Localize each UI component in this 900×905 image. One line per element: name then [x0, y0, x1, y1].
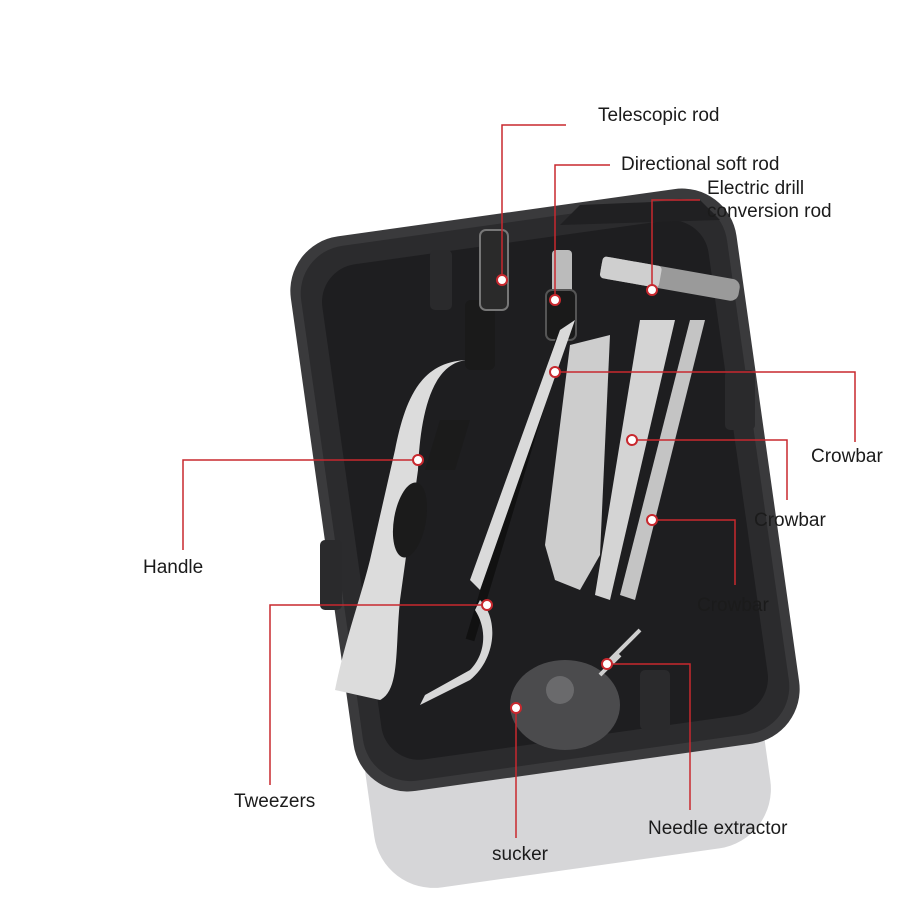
leader-tweezers: [269, 604, 487, 785]
label-crowbar-3: Crowbar: [697, 595, 769, 616]
label-directional-soft-rod: Directional soft rod: [621, 154, 780, 175]
label-electric-drill-conversion-rod: Electric drill conversion rod: [707, 177, 867, 223]
leader-crowbar-3: [652, 519, 736, 585]
drill-rod-tool: [599, 256, 740, 301]
leader-lines: [182, 124, 856, 838]
label-tweezers: Tweezers: [234, 791, 316, 812]
label-electric-drill-line2: conversion rod: [707, 201, 832, 222]
label-handle: Handle: [143, 557, 204, 578]
handle-tool: [335, 229, 509, 700]
pry-tools: [470, 320, 705, 600]
label-needle-extractor: Needle extractor: [648, 818, 788, 839]
leader-electric-drill: [651, 199, 700, 290]
hang-tab: [560, 200, 720, 225]
label-sucker: sucker: [492, 844, 548, 865]
marker-dots: [412, 274, 658, 714]
leader-needle-extractor: [607, 663, 691, 810]
leader-crowbar-2: [632, 439, 788, 500]
leader-telescopic-rod: [501, 124, 566, 280]
leader-crowbar-1: [555, 371, 856, 442]
label-crowbar-1: Crowbar: [811, 446, 883, 467]
leader-handle: [182, 459, 418, 550]
sucker-tool: [510, 660, 620, 750]
label-electric-drill-line1: Electric drill: [707, 178, 805, 199]
label-telescopic-rod: Telescopic rod: [598, 105, 720, 126]
label-crowbar-2: Crowbar: [754, 510, 826, 531]
case-latches: [320, 250, 755, 730]
leader-directional-soft-rod: [554, 164, 610, 300]
